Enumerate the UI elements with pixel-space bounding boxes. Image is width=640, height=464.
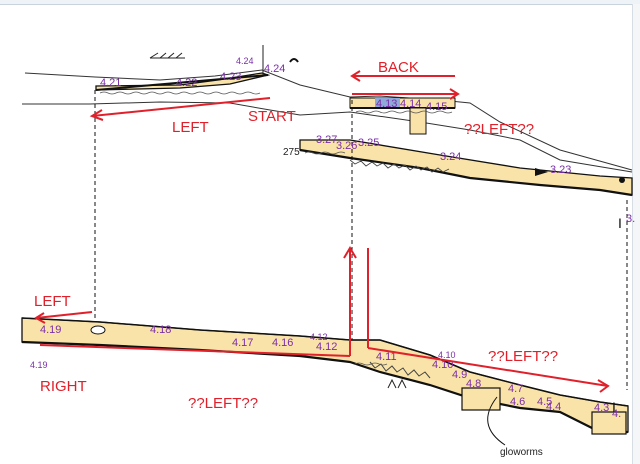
- station-4-16: 4.16: [272, 337, 293, 349]
- annotation-qleft-mid: ??LEFT??: [488, 348, 558, 365]
- svg-text:I: I: [618, 215, 622, 231]
- station-4-15: 4.15: [426, 101, 447, 113]
- annotation-left-lower: LEFT: [34, 293, 71, 310]
- station-4-24-a: 4.24: [236, 56, 254, 66]
- depth-label: 275: [283, 147, 300, 158]
- station-3-24: 3.24: [440, 151, 461, 163]
- station-3-26: 3.26: [336, 140, 357, 152]
- station-4-11: 4.11: [376, 351, 397, 363]
- station-4-22: 4.22: [176, 77, 197, 89]
- station-4-4: 4.4: [546, 401, 561, 413]
- station-4-12-a: 4.12: [310, 332, 328, 342]
- passage-segment-4-13: [349, 97, 456, 135]
- window-top-edge: [0, 0, 640, 5]
- station-4-5: 4.5: [537, 396, 552, 408]
- gloworms-label: gloworms: [500, 447, 543, 458]
- station-4-10-a: 4.10: [438, 350, 456, 360]
- station-4-14: 4.14: [400, 98, 421, 110]
- station-4-23: 4.23: [220, 71, 241, 83]
- station-4-6: 4.6: [510, 396, 525, 408]
- station-4-21: 4.21: [100, 77, 121, 89]
- annotation-right: RIGHT: [40, 378, 87, 395]
- red-annotation-labels: BACK LEFT START ??LEFT?? LEFT RIGHT ??LE…: [34, 59, 558, 412]
- station-4-7: 4.7: [508, 383, 523, 395]
- station-4-17: 4.17: [232, 337, 253, 349]
- station-3-27: 3.27: [316, 134, 337, 146]
- annotation-qleft-bottom: ??LEFT??: [188, 395, 258, 412]
- dashed-connection-lines: [94, 90, 628, 390]
- annotation-back: BACK: [378, 59, 419, 76]
- station-3-22: 3.: [626, 213, 635, 225]
- station-4-24-b: 4.24: [264, 63, 285, 75]
- station-4-12-b: 4.12: [316, 341, 337, 353]
- station-4-19: 4.19: [40, 324, 61, 336]
- station-4-10-b: 4.10: [432, 359, 453, 371]
- upper-passage-outline: [22, 45, 633, 173]
- station-4-8: 4.8: [466, 378, 481, 390]
- window-right-edge: [632, 4, 640, 464]
- red-arrows: [34, 70, 610, 393]
- annotation-qleft-upper: ??LEFT??: [464, 121, 534, 138]
- station-4-18: 4.18: [150, 324, 171, 336]
- map-notes: 275 gloworms: [283, 147, 543, 458]
- svg-text:I: I: [612, 399, 616, 415]
- station-3-25: 3.25: [358, 137, 379, 149]
- station-4-13: 4.13: [376, 98, 397, 110]
- station-labels: 4.21 4.22 4.23 4.24 4.24 4.13 4.14 4.15 …: [30, 56, 635, 420]
- station-4-3: 4.3: [594, 402, 609, 414]
- station-4-9: 4.9: [452, 369, 467, 381]
- annotation-left-top: LEFT: [172, 119, 209, 136]
- station-4-2: 4.: [612, 408, 621, 420]
- passage-segment-3-series: I: [299, 139, 633, 231]
- station-4-19-b: 4.19: [30, 360, 48, 370]
- annotation-start: START: [248, 108, 296, 125]
- station-3-23: 3.23: [550, 164, 571, 176]
